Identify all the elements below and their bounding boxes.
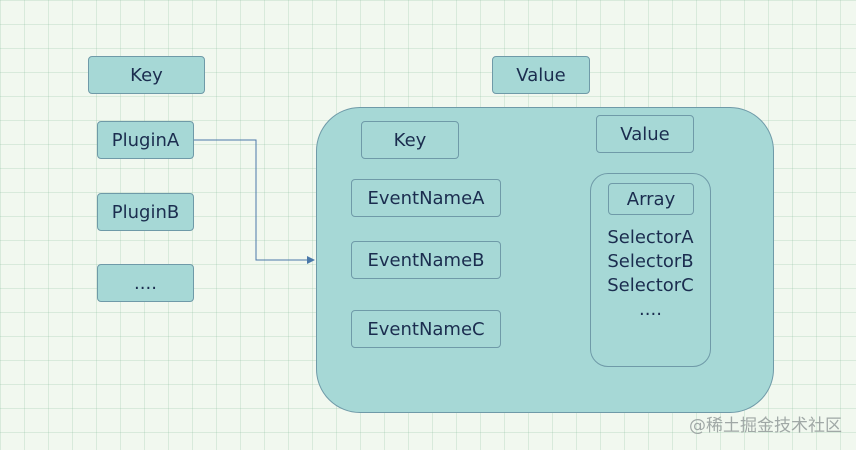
selector-item: ....: [639, 299, 662, 320]
watermark: @稀土掘金技术社区: [689, 416, 842, 436]
key-ellipsis: ....: [97, 264, 194, 302]
array-label: Array: [608, 183, 694, 215]
outer-value-header: Value: [492, 56, 590, 94]
key-eventnamec: EventNameC: [351, 310, 501, 348]
key-eventnameb: EventNameB: [351, 241, 501, 279]
selector-list: SelectorA SelectorB SelectorC ....: [590, 226, 711, 322]
arrow-plugina-to-map: [194, 139, 315, 264]
selector-item: SelectorB: [607, 251, 694, 272]
outer-key-header: Key: [88, 56, 205, 94]
key-plugina: PluginA: [97, 121, 194, 159]
key-eventnamea: EventNameA: [351, 179, 501, 217]
inner-key-header: Key: [361, 121, 459, 159]
inner-value-header: Value: [596, 115, 694, 153]
selector-item: SelectorA: [607, 227, 694, 248]
key-pluginb: PluginB: [97, 193, 194, 231]
selector-item: SelectorC: [607, 275, 694, 296]
